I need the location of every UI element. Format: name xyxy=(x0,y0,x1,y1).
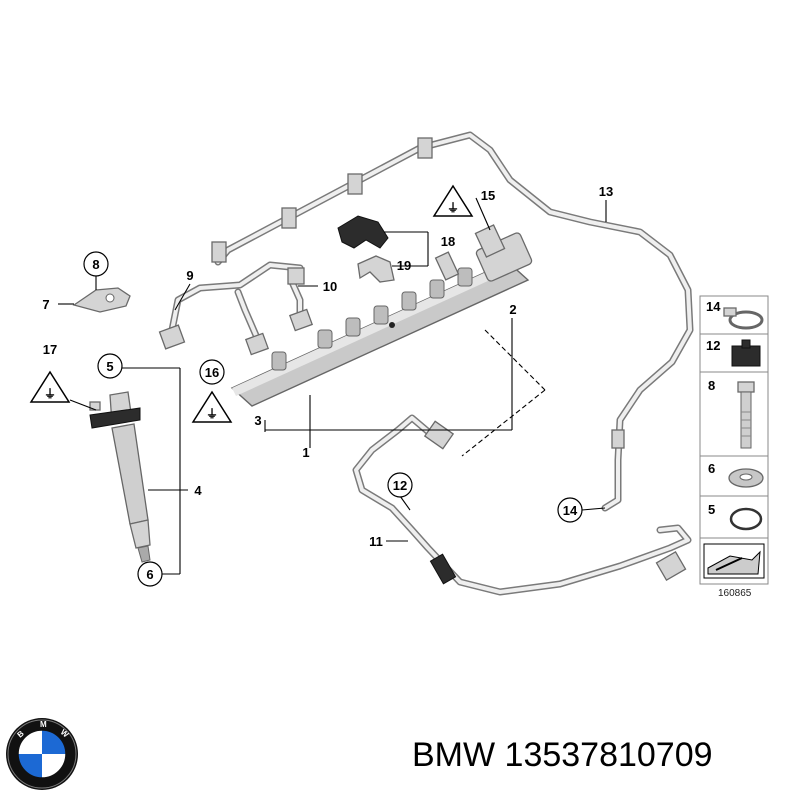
svg-text:⏚: ⏚ xyxy=(447,201,459,215)
hose-clamp-icon xyxy=(723,307,764,330)
svg-text:M: M xyxy=(40,720,47,729)
legend-item-8: 8 xyxy=(708,378,715,393)
washer-icon xyxy=(728,468,764,488)
callout-18: 18 xyxy=(441,234,455,249)
callout-12: 12 xyxy=(393,478,407,493)
callout-2: 2 xyxy=(509,302,516,317)
seal-ring-icon xyxy=(729,507,763,531)
callout-circle-5 xyxy=(97,353,123,379)
bolt-icon xyxy=(737,381,755,449)
callout-13: 13 xyxy=(599,184,613,199)
bmw-logo: B M W xyxy=(6,718,78,790)
svg-text:W: W xyxy=(59,728,71,740)
legend-item-5: 5 xyxy=(708,502,715,517)
diagram-symbol-icon xyxy=(703,543,765,579)
harness-pipe xyxy=(211,131,694,512)
injector xyxy=(89,391,151,563)
warning-triangle-15: ⏚ xyxy=(432,184,474,217)
callout-10: 10 xyxy=(323,279,337,294)
callout-9: 9 xyxy=(186,268,193,283)
fuel-line-9 xyxy=(158,261,314,356)
callout-15: 15 xyxy=(481,188,495,203)
legend-item-12: 12 xyxy=(706,338,720,353)
callout-circle-12 xyxy=(387,472,413,498)
callout-8: 8 xyxy=(92,257,99,272)
part-number-caption: BMW 13537810709 xyxy=(412,736,713,774)
callout-circle-6 xyxy=(137,561,163,587)
holder-parts xyxy=(337,215,395,283)
leader-lines xyxy=(58,197,607,575)
warning-triangle-17: ⏚ xyxy=(29,370,71,403)
callout-14: 14 xyxy=(563,503,578,518)
callout-1: 1 xyxy=(302,445,309,460)
callout-17: 17 xyxy=(43,342,57,357)
svg-text:B: B xyxy=(16,729,26,740)
callout-6: 6 xyxy=(146,567,153,582)
callout-16: 16 xyxy=(205,365,219,380)
callout-7: 7 xyxy=(42,297,49,312)
svg-text:⏚: ⏚ xyxy=(44,387,56,401)
diagram-number: 160865 xyxy=(718,588,752,599)
callout-circle-8 xyxy=(83,251,109,277)
callout-circle-16 xyxy=(199,359,225,385)
callout-3: 3 xyxy=(254,413,261,428)
callout-5: 5 xyxy=(106,359,113,374)
grommet-icon xyxy=(731,339,761,367)
callout-circle-14 xyxy=(557,497,583,523)
legend-item-14: 14 xyxy=(706,299,721,314)
svg-text:⏚: ⏚ xyxy=(206,407,218,421)
parts-legend: 14 12 8 6 5 xyxy=(699,295,769,585)
warning-triangle-16: ⏚ xyxy=(191,390,233,423)
callout-11: 11 xyxy=(369,534,383,549)
callout-4: 4 xyxy=(194,483,202,498)
legend-item-6: 6 xyxy=(708,461,715,476)
pipe-11-12 xyxy=(352,414,692,596)
callout-19: 19 xyxy=(397,258,411,273)
clamp-bracket xyxy=(72,287,131,313)
fuel-rail xyxy=(230,224,533,407)
